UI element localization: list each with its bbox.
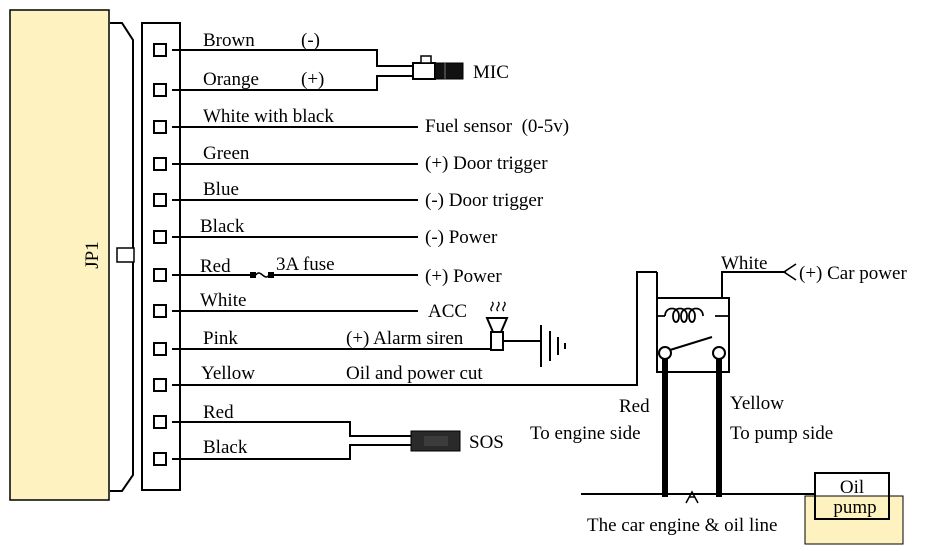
- jp1-connector-body: [9, 9, 110, 501]
- wire-label: Green: [203, 143, 250, 164]
- wire-pink: Pink (+) Alarm siren: [172, 328, 492, 350]
- wire-destination: (-) Door trigger: [425, 190, 544, 211]
- wire-label: Orange: [203, 69, 259, 90]
- connector-pin: [153, 342, 167, 356]
- oil-line: The car engine & oil line: [581, 490, 815, 536]
- wire-destination: (+) Alarm siren: [346, 328, 464, 349]
- mic-plug-icon: [412, 55, 464, 80]
- wire-red-sos: Red: [172, 402, 413, 437]
- jp1-key-tab: [116, 247, 135, 263]
- wire-polarity: (+): [301, 69, 324, 90]
- mic-label: MIC: [473, 62, 509, 83]
- pin-strip: [141, 22, 181, 491]
- wire-destination: (-) Power: [425, 227, 498, 248]
- wire-label: Yellow: [201, 363, 255, 384]
- connector-pin: [153, 415, 167, 429]
- wire-label: Black: [200, 216, 245, 237]
- car-power-label: (+) Car power: [799, 263, 907, 284]
- pin-column: [153, 43, 167, 466]
- wire-white-acc: White ACC: [172, 290, 467, 322]
- wire-destination: Oil and power cut: [346, 363, 483, 384]
- connector-pin: [153, 452, 167, 466]
- wire-label: Red: [200, 256, 231, 277]
- wire-label: White: [721, 253, 767, 274]
- wire-blue: Blue (-) Door trigger: [172, 179, 544, 211]
- wire-label: Black: [203, 437, 248, 458]
- wire-orange: Orange (+): [172, 69, 413, 91]
- oil-pump: Oil pump: [804, 472, 904, 545]
- wire-red-power: Red 3A fuse (+) Power: [172, 254, 502, 287]
- wire-relay-white: White (+) Car power: [721, 253, 907, 298]
- pump-side-label: To pump side: [730, 423, 833, 444]
- wire-destination: ACC: [428, 301, 467, 322]
- engine-side-label: To engine side: [530, 423, 641, 444]
- wire-relay-red: Red To engine side: [530, 359, 668, 497]
- siren-icon: [485, 301, 540, 351]
- connector-pin: [153, 193, 167, 207]
- wire-yellow-cut: Yellow Oil and power cut: [172, 271, 657, 386]
- wire-label: Red: [619, 396, 650, 417]
- fuse-label: 3A fuse: [276, 254, 335, 275]
- wire-destination: (+) Power: [425, 266, 502, 287]
- oil-pump-line2: pump: [833, 497, 876, 518]
- wire-label: Pink: [203, 328, 238, 349]
- connector-pin: [153, 304, 167, 318]
- sos-button-icon: [410, 430, 461, 452]
- oil-pump-line1: Oil: [840, 477, 864, 498]
- wire-green: Green (+) Door trigger: [172, 143, 548, 174]
- wire-label: Red: [203, 402, 234, 423]
- jp1-label: JP1: [82, 241, 103, 268]
- connector-pin: [153, 268, 167, 282]
- wire-label: Blue: [203, 179, 239, 200]
- connector-pin: [153, 230, 167, 244]
- connector-pin: [153, 43, 167, 57]
- wire-destination: (+) Door trigger: [425, 153, 548, 174]
- connector-pin: [153, 157, 167, 171]
- fuse-icon: [250, 272, 274, 278]
- wire-destination: Fuel sensor (0-5v): [425, 116, 569, 137]
- connector-pin: [153, 120, 167, 134]
- wire-black-power: Black (-) Power: [172, 216, 498, 248]
- wire-label: Brown: [203, 30, 255, 51]
- wire-label: White with black: [203, 106, 334, 127]
- sos-label: SOS: [469, 432, 504, 453]
- wire-brown: Brown (-): [172, 30, 413, 67]
- wire-polarity: (-): [301, 30, 320, 51]
- wire-label: White: [200, 290, 246, 311]
- connector-pin: [153, 83, 167, 97]
- connector-pin: [153, 378, 167, 392]
- wire-white-with-black: White with black Fuel sensor (0-5v): [172, 106, 569, 137]
- wire-label: Yellow: [730, 393, 784, 414]
- ground-icon: [540, 325, 566, 367]
- relay-box: [656, 272, 730, 373]
- wire-black-sos: Black: [172, 437, 413, 460]
- wire-relay-yellow: Yellow To pump side: [716, 359, 833, 497]
- oil-line-label: The car engine & oil line: [587, 515, 777, 536]
